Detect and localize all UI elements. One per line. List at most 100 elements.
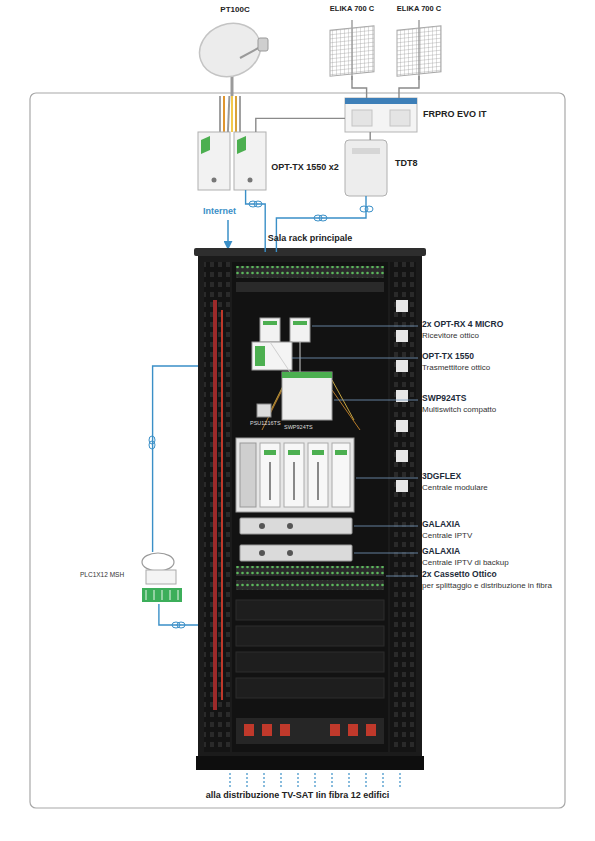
callout-heading: 3DGFLEX (422, 472, 461, 482)
rack-cabinet-art (264, 450, 276, 455)
rack-cabinet-art (244, 724, 254, 736)
splitter-art (142, 553, 174, 571)
rack-cabinet-art (232, 262, 388, 752)
callout-text: Centrale modulare (422, 483, 488, 492)
node-label: ELIKA 700 C (320, 5, 384, 14)
rack-cabinet-art (236, 626, 384, 646)
node-label: TDT8 (395, 158, 418, 168)
rack-cabinet-art (396, 450, 408, 462)
splitter-art (170, 590, 171, 600)
distribution-fibers (399, 773, 400, 787)
coax-cables (219, 96, 221, 132)
rack-cabinet-art (260, 318, 280, 342)
rack-cabinet-art (293, 321, 307, 325)
satellite-dish-art (258, 38, 268, 51)
leader-lines (292, 326, 418, 576)
rack-cabinet-art (236, 652, 384, 672)
node-label: PLC1X12 MSH (80, 571, 124, 578)
rack-cabinet-art (317, 462, 319, 500)
part-name: SWP924TS (284, 424, 313, 430)
terrestrial-headend-art (352, 148, 380, 154)
callout-text: Centrale IPTV di backup (422, 558, 509, 567)
satellite-dish-art (192, 15, 268, 96)
optical-transmitter-art (234, 132, 266, 190)
rack-cabinet-art (260, 443, 280, 507)
rack-cabinet-art (293, 462, 295, 500)
callout-text: Trasmettitore ottico (422, 363, 490, 372)
rack-cabinet-art (366, 724, 376, 736)
rack-cabinet-art (236, 438, 354, 512)
splitter-art (142, 553, 182, 602)
distribution-fibers (382, 773, 383, 787)
splitter-art (162, 590, 163, 600)
distribution-fibers (314, 773, 315, 787)
rack-cabinet-art (390, 262, 416, 752)
optical-transmitter-art (198, 132, 230, 190)
rack-cabinet-art (396, 330, 408, 342)
node-label: OPT-TX 1550 x2 (270, 162, 340, 172)
callout-heading: GALAXIA (422, 547, 460, 557)
distribution-fibers (246, 773, 247, 787)
satellite-dish-art (231, 74, 234, 96)
node-label: PT100C (200, 5, 270, 14)
amplifier-art (345, 98, 417, 132)
rack-cabinet-art (259, 523, 265, 529)
grid-antenna: ELIKA 700 C (395, 26, 443, 76)
coax-cables (239, 96, 241, 132)
rack-cabinet-art (332, 443, 350, 507)
rack-cabinet-art (270, 342, 290, 372)
leader-lines (386, 576, 418, 577)
leader-lines (334, 400, 418, 401)
site-frame (30, 93, 565, 808)
footer-note: alla distribuzione TV-SAT Iin fibra 12 e… (0, 790, 595, 800)
rack-cabinet: Sala rack principale (198, 252, 422, 770)
amplifier-box: FRPRO EVO IT (345, 98, 417, 132)
rack-cabinet-art (288, 450, 300, 455)
rack-cabinet-art (236, 566, 384, 576)
amplifier-art (345, 98, 417, 132)
rack-cabinet-art (196, 756, 424, 770)
rack-cabinet-art (396, 420, 408, 432)
leader-lines (292, 358, 418, 359)
cable-connector (399, 76, 419, 98)
fiber-coil-symbol (360, 206, 368, 212)
rack-cabinet-art (236, 266, 384, 278)
rack-cabinet-art (396, 300, 408, 312)
callout-heading: 2x Cassetto Ottico (422, 570, 497, 580)
coax-cables (220, 96, 240, 132)
optical-transmitter-art (237, 136, 246, 154)
rack-cabinet-art (236, 282, 384, 292)
part-name: PSU1216TS (250, 420, 281, 426)
rack-cabinet-art (259, 550, 265, 556)
grid-antenna: ELIKA 700 C (328, 26, 376, 76)
rack-cabinet-art (332, 390, 360, 430)
network-label: Internet (203, 206, 236, 216)
distribution-fibers (348, 773, 349, 787)
splitter-art (142, 588, 182, 602)
rack-cabinet-art (312, 450, 324, 455)
headend-box: TDT8 (345, 140, 387, 196)
rack-cabinet-art (308, 443, 328, 507)
rack-cabinet-art (194, 248, 426, 770)
cable-connector (246, 190, 266, 252)
distribution-fibers (230, 773, 400, 787)
rack-cabinet-art (213, 300, 217, 710)
amplifier-art (390, 110, 410, 126)
callout-text: Ricevitore ottico (422, 331, 479, 340)
rack-cabinet-art (240, 518, 352, 534)
satellite-dish: PT100C (200, 28, 270, 96)
distribution-fibers (263, 773, 264, 787)
rack-cabinet-art (236, 600, 384, 620)
coax-cables (223, 96, 225, 132)
coax-cables (235, 96, 237, 132)
cable-connector (276, 196, 366, 252)
cable-connector (370, 132, 371, 140)
rack-cabinet-art (284, 443, 304, 507)
node-label: ELIKA 700 C (387, 5, 451, 14)
optical-transmitter-art (198, 132, 266, 190)
rack-cabinet-art (280, 724, 290, 736)
terrestrial-headend-art (345, 140, 387, 196)
leader-lines (354, 526, 418, 527)
rack-cabinet-art (348, 724, 358, 736)
splitter-art (178, 590, 179, 600)
